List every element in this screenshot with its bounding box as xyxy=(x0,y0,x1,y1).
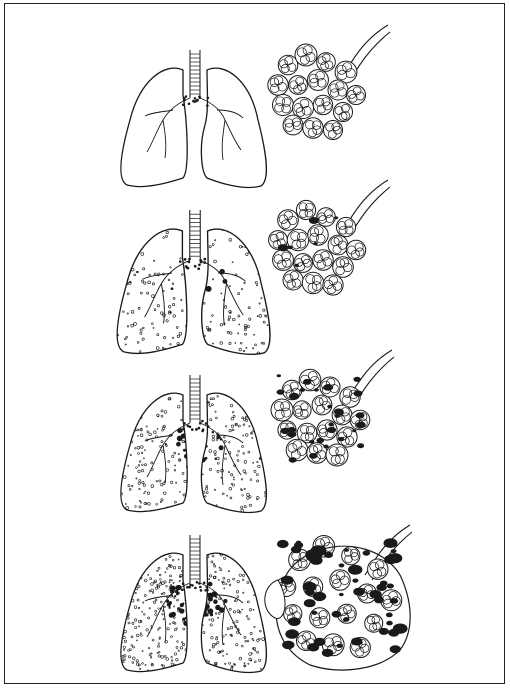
alveoli-cluster-icon xyxy=(268,25,390,140)
lungs-icon xyxy=(121,50,267,187)
lung-speckles xyxy=(118,393,275,519)
alveoli-cluster-icon xyxy=(265,525,412,670)
alveoli-cluster-icon xyxy=(271,350,394,466)
alveoli-cluster-icon xyxy=(269,180,390,295)
lungs-icon xyxy=(116,535,274,679)
lungs-icon xyxy=(118,375,275,519)
lungs-icon xyxy=(112,210,276,360)
